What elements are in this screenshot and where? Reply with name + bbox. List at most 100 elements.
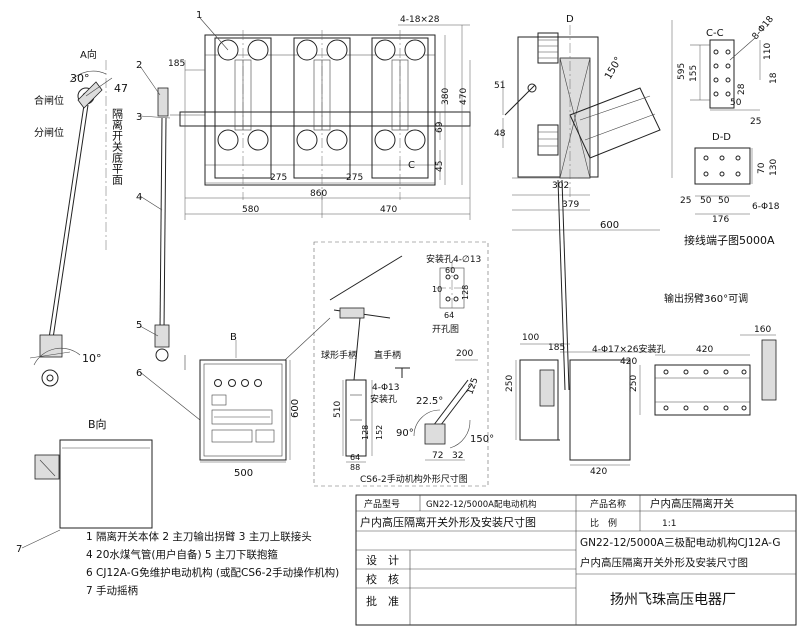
check-label: 校 核 bbox=[366, 572, 399, 586]
mount-hole-text: 安装孔 bbox=[370, 393, 397, 405]
dim-r420: 420 bbox=[696, 345, 713, 355]
dim-48: 48 bbox=[494, 129, 506, 139]
cs6-caption: CS6-2手动机构外形尺寸图 bbox=[360, 473, 468, 485]
straight-handle-label: 直手柄 bbox=[374, 349, 401, 361]
mechanism-dimensions: 600 500 bbox=[234, 399, 301, 479]
b-view bbox=[34, 439, 153, 529]
base-side bbox=[515, 343, 660, 466]
dim-185: 185 bbox=[168, 59, 185, 69]
part-1: 1 bbox=[196, 10, 202, 21]
dim-cc28: 28 bbox=[737, 83, 747, 95]
dim-b420: 420 bbox=[620, 357, 637, 367]
dim-cc155: 155 bbox=[689, 65, 699, 82]
dim-470v: 470 bbox=[459, 88, 469, 105]
dim-cs88: 88 bbox=[350, 463, 360, 472]
dim-r160: 160 bbox=[754, 325, 771, 335]
mount-hole-top: 安装孔4-∅13 bbox=[426, 253, 481, 265]
name-label: 产品名称 bbox=[590, 498, 626, 510]
base-dimensions: 输出拐臂360°可调 100 185 4-Φ17×26安装孔 420 250 4… bbox=[505, 292, 771, 477]
electric-mechanism bbox=[199, 317, 331, 463]
side-dimensions: 595 51 48 302 379 600 bbox=[494, 63, 687, 231]
dim-580: 580 bbox=[242, 205, 259, 215]
legend-line-3: 6 CJ12A-G免维护电动机构 (或配CS6-2手动操作机构) bbox=[86, 566, 339, 579]
part-6: 6 bbox=[136, 368, 142, 379]
name-value: 户内高压隔离开关 bbox=[650, 497, 734, 510]
closed-position-label: 合闸位 bbox=[34, 94, 64, 107]
dim-cc18: 18 bbox=[769, 72, 779, 84]
angle-150-cs6: 150° bbox=[470, 434, 494, 445]
cs6-frame bbox=[313, 241, 489, 487]
dim-51: 51 bbox=[494, 81, 505, 91]
part-4: 4 bbox=[136, 192, 142, 203]
dim-595: 595 bbox=[677, 63, 687, 80]
dim-dd50b: 50 bbox=[718, 196, 730, 206]
dim-379: 379 bbox=[562, 200, 579, 210]
linkage-a-view bbox=[29, 60, 113, 387]
d-direction-label: D bbox=[566, 14, 574, 25]
dd-dimensions: 70 130 25 50 50 176 6-Φ18 接线端子图5000A bbox=[680, 159, 780, 247]
a-view-label: A向 bbox=[80, 48, 97, 61]
section-cc bbox=[690, 37, 761, 111]
side-view bbox=[502, 20, 673, 391]
dim-860: 860 bbox=[310, 189, 327, 199]
dim-cs200: 200 bbox=[456, 349, 473, 359]
legend-line-4: 7 手动摇柄 bbox=[86, 584, 138, 597]
dim-cs510: 510 bbox=[333, 401, 343, 418]
approve-label: 批 准 bbox=[366, 594, 399, 608]
open-position-label: 分闸位 bbox=[34, 126, 64, 139]
desc-line-2: 户内高压隔离开关外形及安装尺寸图 bbox=[580, 556, 748, 569]
design-label: 设 计 bbox=[366, 554, 399, 567]
dd-hole: 6-Φ18 bbox=[752, 202, 780, 212]
dim-cs72: 72 bbox=[432, 451, 443, 461]
dim-cc110: 110 bbox=[763, 43, 773, 60]
dim-302: 302 bbox=[552, 181, 569, 191]
dim-cs32: 32 bbox=[452, 451, 463, 461]
dim-275b: 275 bbox=[346, 173, 363, 183]
dim-500: 500 bbox=[234, 468, 253, 479]
title-block: 产品型号 GN22-12/5000A配电动机构 户内高压隔离开关外形及安装尺寸图… bbox=[360, 497, 781, 608]
dim-dd130: 130 bbox=[769, 159, 779, 176]
view-labels: A向 B向 B C D C-C D-D bbox=[80, 14, 731, 431]
dim-b420b: 420 bbox=[590, 467, 607, 477]
part-3: 3 bbox=[136, 112, 142, 123]
title-block-lines bbox=[355, 494, 797, 626]
b-view-label: B向 bbox=[88, 417, 107, 431]
base-hole: 4-Φ17×26安装孔 bbox=[592, 343, 666, 355]
dd-section-label: D-D bbox=[712, 132, 731, 143]
dim-cc50: 50 bbox=[730, 98, 742, 108]
company-name: 扬州飞珠高压电器厂 bbox=[610, 591, 736, 608]
dim-cs64: 64 bbox=[350, 453, 360, 462]
dim-side600: 600 bbox=[600, 220, 619, 231]
angle-90: 90° bbox=[396, 428, 414, 439]
dim-cs128b: 128 bbox=[361, 425, 370, 440]
legend: 1 隔离开关本体 2 主刀输出拐臂 3 主刀上联接头 4 20水煤气管(用户自备… bbox=[86, 530, 339, 597]
dim-dd176: 176 bbox=[712, 215, 729, 225]
cs6-labels: 安装孔4-∅13 60 10 128 64 开孔图 球形手柄 直手柄 200 1… bbox=[321, 253, 481, 485]
part-7: 7 bbox=[16, 544, 22, 555]
legend-line-2: 4 20水煤气管(用户自备) 5 主刀下联抱箍 bbox=[86, 548, 278, 561]
dim-b250: 250 bbox=[505, 375, 515, 392]
dim-cs64t: 64 bbox=[444, 311, 454, 320]
model-label: 产品型号 bbox=[364, 498, 400, 510]
linkage-rod bbox=[154, 87, 205, 370]
scale-label: 比 例 bbox=[590, 517, 617, 529]
front-view bbox=[179, 24, 471, 220]
dim-380: 380 bbox=[441, 88, 451, 105]
hole-diagram-label: 开孔图 bbox=[432, 324, 459, 335]
dim-cs152: 152 bbox=[375, 425, 384, 440]
angle-22: 22.5° bbox=[416, 396, 443, 407]
dim-45: 45 bbox=[435, 161, 445, 172]
dim-r250: 250 bbox=[629, 375, 639, 392]
angle-30: 30° bbox=[70, 72, 90, 85]
dim-dd25: 25 bbox=[680, 196, 691, 206]
part-2: 2 bbox=[136, 60, 142, 71]
dim-69: 69 bbox=[435, 121, 445, 133]
pole-2 bbox=[293, 37, 351, 179]
part-leaders bbox=[21, 17, 229, 549]
front-dimensions: 4-18×28 185 380 470 69 45 275 275 860 58… bbox=[168, 15, 469, 215]
dim-cc25: 25 bbox=[750, 117, 761, 127]
part-5: 5 bbox=[136, 320, 142, 331]
scale-value: 1:1 bbox=[662, 519, 676, 529]
